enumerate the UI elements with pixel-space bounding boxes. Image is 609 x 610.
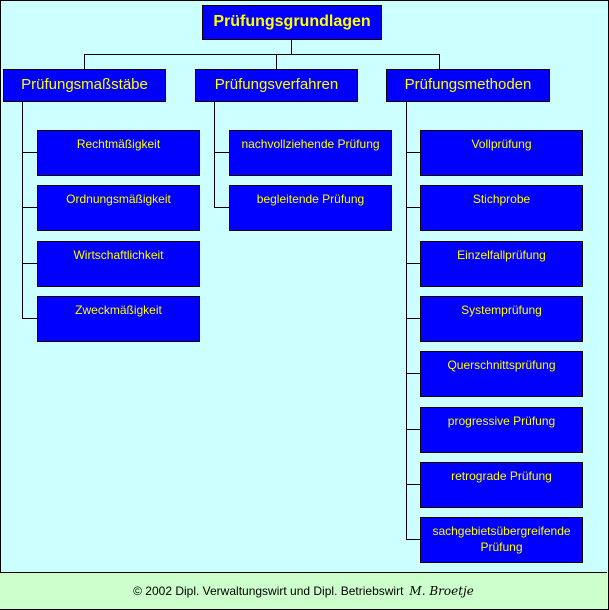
leaf-node: Vollprüfung [420,130,583,176]
branch-connector [406,318,420,319]
connector-root-down [291,40,292,55]
leaf-node: Zweckmäßigkeit [37,296,200,342]
category-pruefungsverfahren: Prüfungsverfahren [195,69,358,102]
leaf-node: Einzelfallprüfung [420,241,583,287]
leaf-node: Systemprüfung [420,296,583,342]
leaf-node: progressive Prüfung [420,407,583,453]
branch-connector [214,207,229,208]
branch-connector [406,263,420,264]
branch-connector [406,484,420,485]
leaf-node: Stichprobe [420,185,583,231]
connector-horizontal-bar [84,54,440,55]
branch-connector [406,373,420,374]
leaf-node: Wirtschaftlichkeit [37,241,200,287]
leaf-node: Rechtmäßigkeit [37,130,200,176]
category-pruefungsmassstaebe: Prüfungsmaßstäbe [3,69,166,102]
connector-cat1-up [84,54,85,70]
branch-connector [406,429,420,430]
branch-connector [22,152,37,153]
signature: M. Broetje [409,584,474,598]
leaf-node: begleitende Prüfung [229,185,392,231]
leaf-node: Querschnittsprüfung [420,351,583,397]
branch-connector [406,152,420,153]
connector-cat3-up [439,54,440,70]
branch-connector [214,152,229,153]
connector-cat2-up [276,54,277,70]
branch-connector [22,318,37,319]
spine-cat2 [214,101,215,208]
leaf-node: Ordnungsmäßigkeit [37,185,200,231]
leaf-node: retrograde Prüfung [420,462,583,508]
branch-connector [406,207,420,208]
leaf-node: sachgebietsübergreifende Prüfung [420,517,583,563]
spine-cat3 [406,101,407,540]
category-pruefungsmethoden: Prüfungsmethoden [386,69,550,102]
spine-cat1 [22,101,23,319]
leaf-node: nachvollziehende Prüfung [229,130,392,176]
footer: © 2002 Dipl. Verwaltungswirt und Dipl. B… [0,572,607,609]
branch-connector [22,263,37,264]
root-node: Prüfungsgrundlagen [202,5,382,40]
branch-connector [406,539,420,540]
branch-connector [22,207,37,208]
footer-text: © 2002 Dipl. Verwaltungswirt und Dipl. B… [133,584,404,598]
